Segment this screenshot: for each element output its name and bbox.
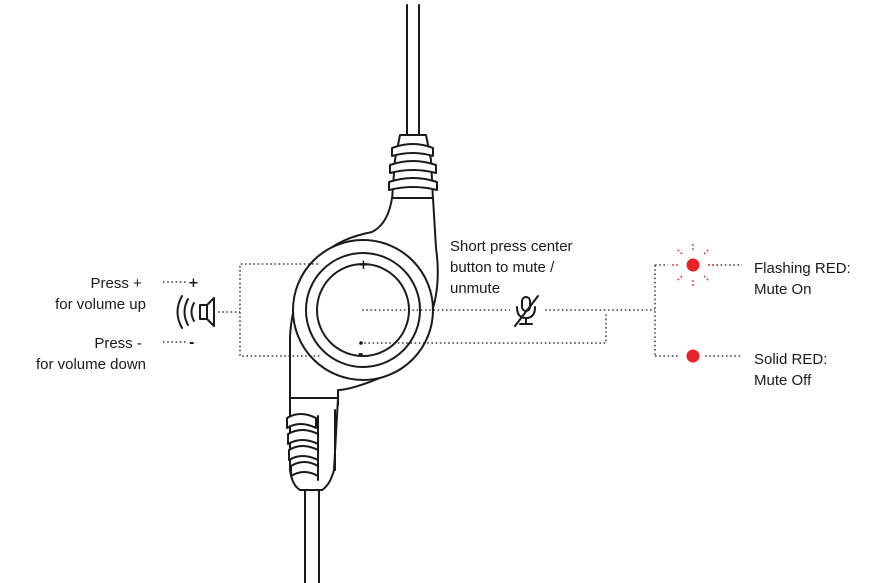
flashing-red-led-icon [670,243,716,287]
plus-symbol: + [188,276,199,291]
minus-symbol: - [189,336,194,351]
strain-relief-bottom [286,397,339,491]
volume-down-label: Press - for volume down [36,335,146,373]
strain-relief-top [388,134,438,201]
volume-up-label: Press + for volume up [55,275,146,313]
volume-leader-lines [163,263,322,357]
microphone-mute-icon [514,295,539,327]
flashing-red-label: Flashing RED: Mute On [754,260,855,298]
volume-up-marker[interactable]: + [358,258,369,273]
solid-red-led-icon [686,349,700,363]
volume-down-marker[interactable]: - [358,347,363,362]
speaker-icon [176,295,215,329]
solid-red-label: Solid RED: Mute Off [754,351,832,389]
cable-top [406,4,420,136]
mute-instruction-label: Short press center button to mute / unmu… [450,238,577,297]
cable-bottom [304,489,320,583]
